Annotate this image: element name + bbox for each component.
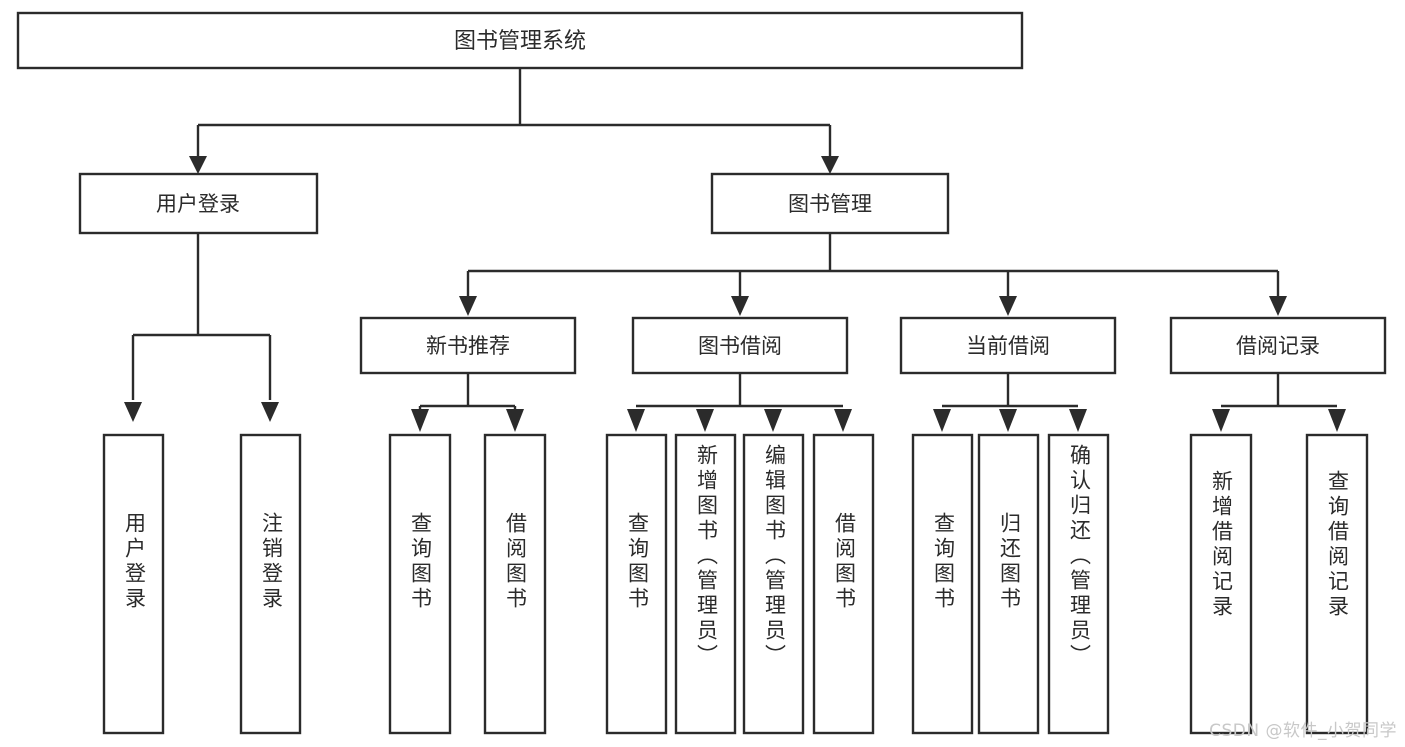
arrowhead-book-borrow [731, 296, 749, 316]
leaf-box-query-book-3[interactable] [911, 433, 974, 735]
leaf-box-add-book[interactable] [674, 433, 737, 735]
node-borrow-record-box[interactable] [1169, 316, 1387, 375]
leaf-box-add-record[interactable] [1189, 433, 1253, 735]
leaf-box-confirm-return[interactable] [1047, 433, 1110, 735]
leaf-box-query-book-2[interactable] [605, 433, 668, 735]
node-current-borrow-box[interactable] [899, 316, 1117, 375]
leaf-box-return-book[interactable] [977, 433, 1040, 735]
arrowhead-leaf-confirm-return [1069, 409, 1087, 432]
arrowhead-leaf-query-book-2 [627, 409, 645, 432]
node-book-borrow-label: 图书借阅 [698, 334, 782, 358]
arrowhead-leaf-add-record [1212, 409, 1230, 432]
leaf-box-query-record[interactable] [1305, 433, 1369, 735]
arrowhead-new-book [459, 296, 477, 316]
node-user-login-label: 用户登录 [156, 192, 240, 216]
node-root-label: 图书管理系统 [454, 29, 586, 54]
node-book-borrow-box[interactable] [631, 316, 849, 375]
arrowhead-leaf-user-login [124, 402, 142, 422]
arrowhead-user-login [189, 156, 207, 174]
arrowhead-leaf-query-record [1328, 409, 1346, 432]
arrowhead-book-manage [821, 156, 839, 174]
arrowhead-leaf-borrow-book-1 [506, 409, 524, 432]
node-new-book-recommend-box[interactable] [359, 316, 577, 375]
node-current-borrow-label: 当前借阅 [966, 334, 1050, 358]
leaf-box-user-login[interactable] [102, 433, 165, 735]
arrowhead-leaf-borrow-book-2 [834, 409, 852, 432]
arrowhead-leaf-edit-book [764, 409, 782, 432]
leaf-box-edit-book[interactable] [742, 433, 805, 735]
leaf-box-logout[interactable] [239, 433, 302, 735]
arrowhead-borrow-record [1269, 296, 1287, 316]
leaf-box-query-book-1[interactable] [388, 433, 452, 735]
arrowhead-current-borrow [999, 296, 1017, 316]
arrowhead-leaf-query-book-1 [411, 409, 429, 432]
arrowhead-leaf-query-book-3 [933, 409, 951, 432]
arrowhead-leaf-add-book [696, 409, 714, 432]
node-root-box[interactable] [16, 11, 1024, 70]
node-book-manage-box[interactable] [710, 172, 950, 235]
node-new-book-recommend-label: 新书推荐 [426, 334, 510, 358]
node-book-manage-label: 图书管理 [788, 192, 872, 216]
leaf-box-borrow-book-1[interactable] [483, 433, 547, 735]
csdn-watermark: CSDN @软件_小贺同学 [1209, 721, 1397, 741]
node-borrow-record-label: 借阅记录 [1236, 334, 1320, 358]
leaf-box-borrow-book-2[interactable] [812, 433, 875, 735]
arrowhead-leaf-logout [261, 402, 279, 422]
arrowhead-leaf-return-book [999, 409, 1017, 432]
